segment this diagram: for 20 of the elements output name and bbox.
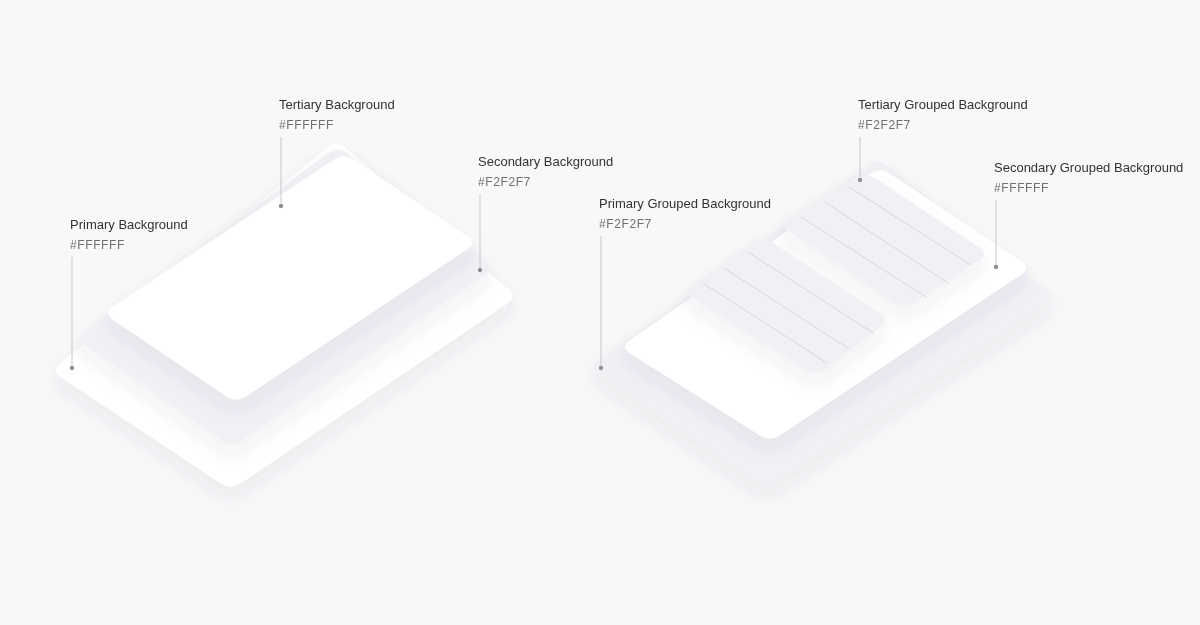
hex-code: #FFFFFF: [70, 237, 125, 254]
layer-name: Secondary Grouped Background: [994, 159, 1184, 177]
hex-code: #F2F2F7: [478, 174, 531, 191]
leader-line: [993, 199, 999, 270]
list-card: [783, 175, 984, 306]
hex-code: #F2F2F7: [858, 117, 911, 134]
leader-line: [278, 136, 284, 209]
layer-name: Tertiary Background: [279, 96, 395, 114]
layer-name: Primary Grouped Background: [599, 195, 771, 213]
layer-name: Primary Background: [70, 216, 188, 234]
leader-line: [598, 235, 604, 371]
hex-code: #FFFFFF: [994, 180, 1049, 197]
leader-line: [477, 193, 483, 273]
leader-line: [857, 136, 863, 183]
hex-code: #FFFFFF: [279, 117, 334, 134]
list-card: [687, 239, 886, 373]
layer-name: Secondary Background: [478, 153, 614, 171]
leader-line: [69, 256, 75, 371]
layer-name: Tertiary Grouped Background: [858, 96, 1028, 114]
hex-code: #F2F2F7: [599, 216, 652, 233]
